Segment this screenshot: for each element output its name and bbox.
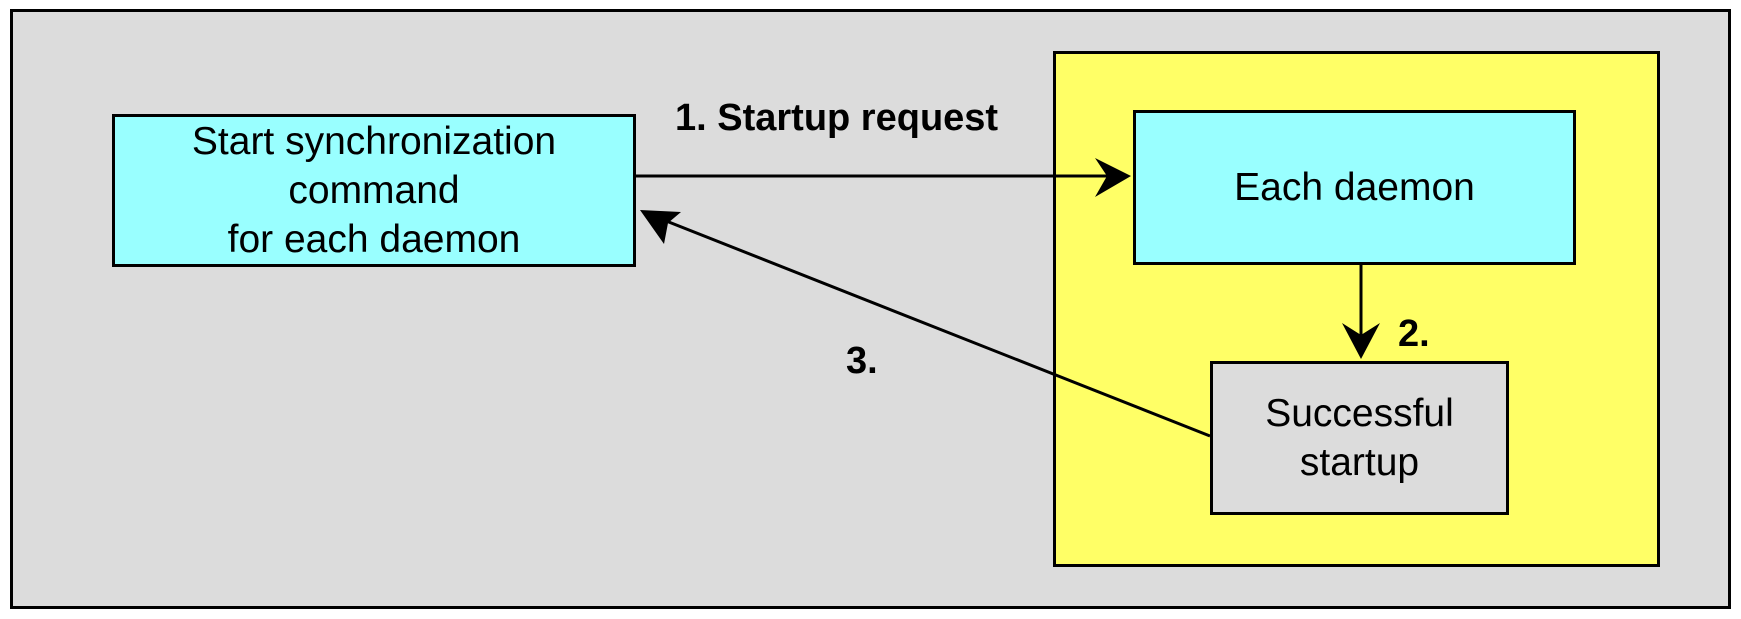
successful-startup-line-1: Successful: [1265, 392, 1454, 435]
start-sync-command-line-2: command: [288, 169, 460, 212]
start-sync-command-line-3: for each daemon: [227, 218, 521, 261]
each-daemon-box: Each daemon: [1133, 110, 1576, 265]
start-sync-command-line-1: Start synchronization: [191, 120, 557, 163]
successful-startup-box: Successful startup: [1210, 361, 1509, 515]
each-daemon-label: Each daemon: [1234, 166, 1475, 209]
step-3-label: 3.: [846, 340, 878, 382]
startup-request-label: 1. Startup request: [675, 97, 999, 139]
successful-startup-line-2: startup: [1299, 441, 1420, 484]
start-sync-command-box: Start synchronization command for each d…: [112, 114, 636, 267]
step-2-label: 2.: [1398, 313, 1430, 355]
